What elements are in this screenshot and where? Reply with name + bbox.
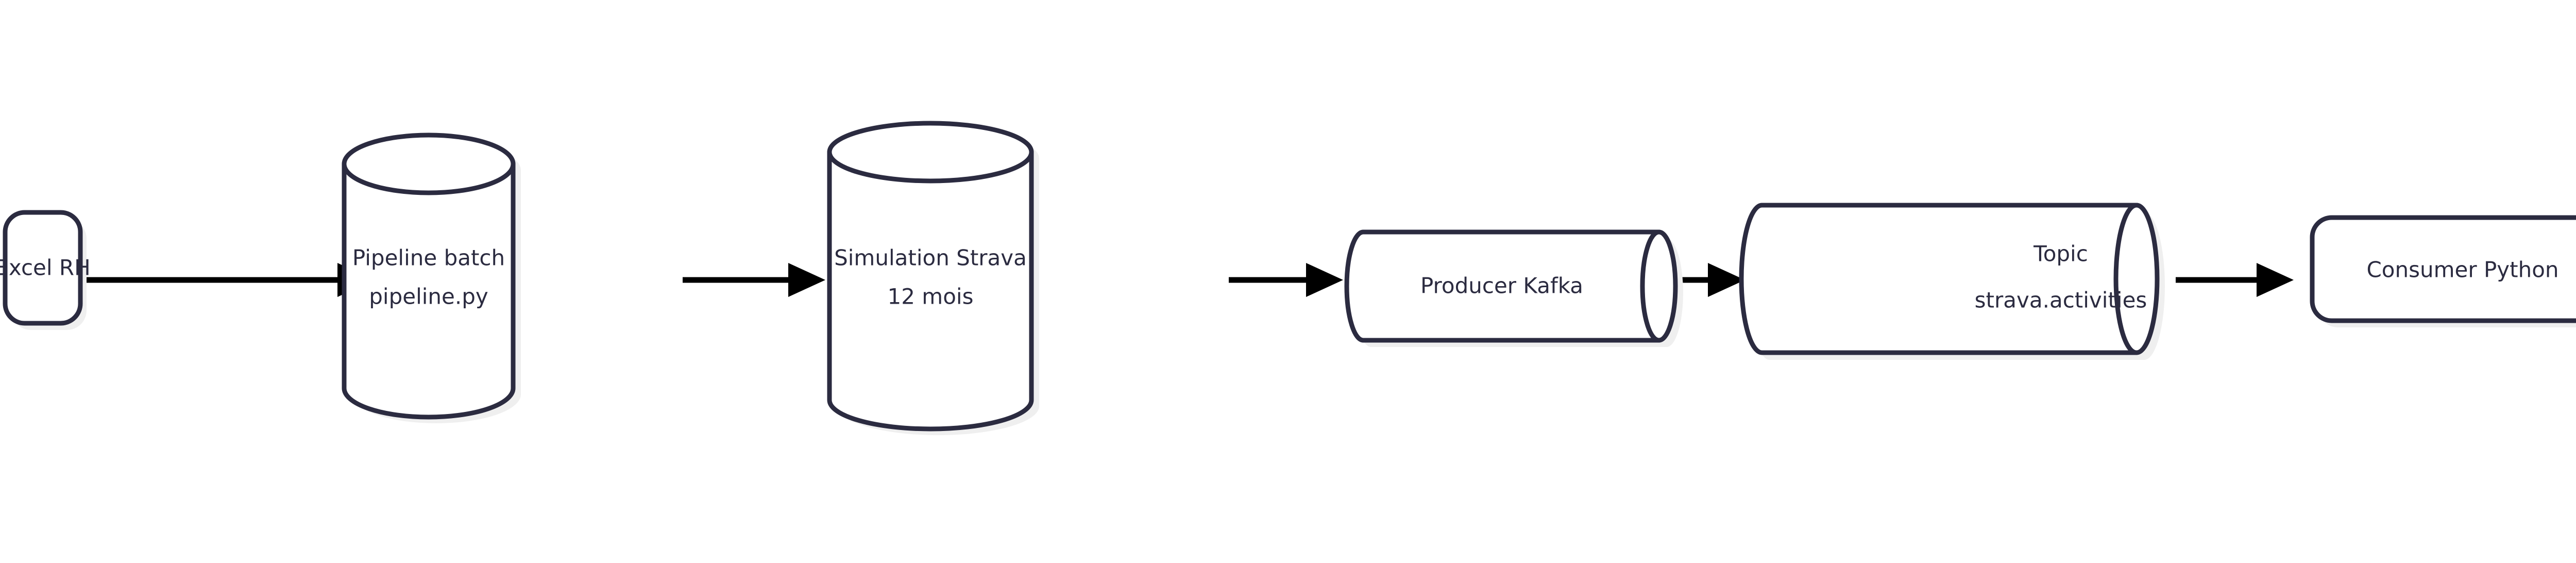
node-simulation-strava-label-line1: Simulation Strava <box>834 245 1027 271</box>
node-simulation-strava-label-line2: 12 mois <box>888 284 974 309</box>
edge-producer-to-topic <box>1681 263 1745 297</box>
edge-simulation-to-producer <box>1229 263 1343 297</box>
edge-excel-to-pipeline <box>81 263 375 297</box>
node-topic-label-line1: Topic <box>2033 241 2088 267</box>
node-topic-strava-activities[interactable]: Topic strava.activities <box>1739 203 2165 360</box>
node-producer-kafka-label: Producer Kafka <box>1420 273 1583 299</box>
node-excel-rh[interactable]: Excel RH <box>0 210 91 330</box>
node-consumer-python[interactable]: Consumer Python <box>2310 215 2576 327</box>
node-simulation-strava[interactable]: Simulation Strava 12 mois <box>827 121 1039 435</box>
node-consumer-python-label: Consumer Python <box>2366 257 2558 283</box>
node-pipeline-batch[interactable]: Pipeline batch pipeline.py <box>342 133 521 423</box>
node-excel-rh-label: Excel RH <box>0 255 91 280</box>
node-producer-kafka[interactable]: Producer Kafka <box>1344 229 1683 347</box>
node-pipeline-batch-label-line2: pipeline.py <box>369 284 488 309</box>
edge-pipeline-to-simulation <box>683 263 825 297</box>
edge-topic-to-consumer <box>2176 263 2294 297</box>
node-topic-label-line2: strava.activities <box>1975 288 2147 313</box>
node-pipeline-batch-label-line1: Pipeline batch <box>352 245 505 271</box>
